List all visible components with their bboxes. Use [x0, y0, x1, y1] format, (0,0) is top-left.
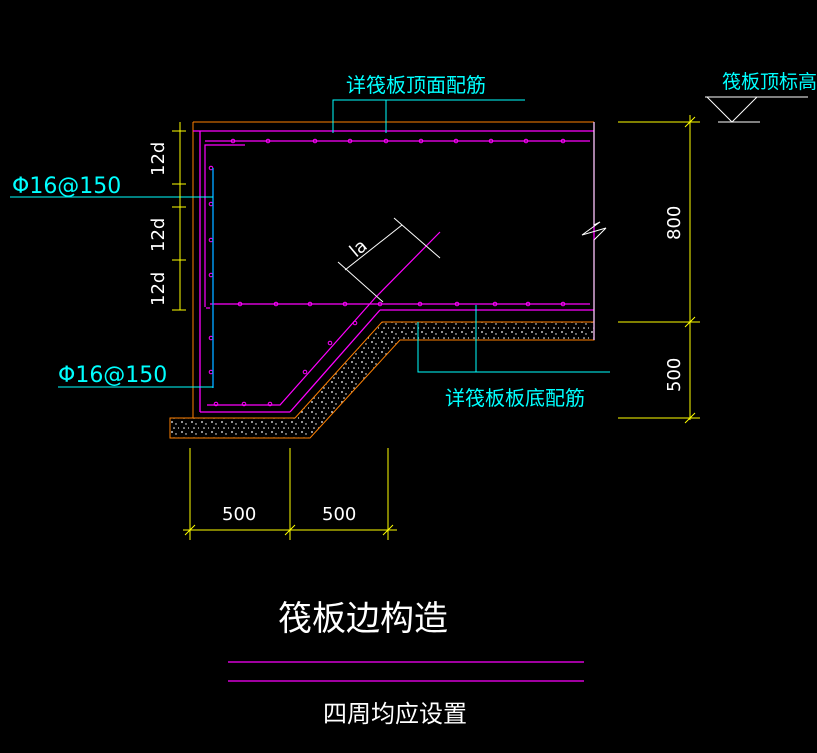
dim-500-vertical-label: 500: [664, 358, 685, 392]
bar-spec-lower: Φ16@150: [58, 363, 167, 388]
rebars: [204, 140, 590, 406]
anchor-la-label: la: [346, 235, 372, 261]
slab-outline: [170, 121, 594, 419]
leaders: [10, 99, 610, 388]
rebar-dots-mid: [237, 301, 566, 307]
elevation-marker: [705, 96, 808, 123]
dimension-lines: [172, 115, 700, 540]
dim-500-left-label: 500: [222, 504, 256, 525]
top-rebar-note: 详筏板顶面配筋: [346, 73, 486, 97]
drawing-subtitle: 四周均应设置: [323, 700, 467, 728]
lap-12d-label-1: 12d: [148, 142, 169, 176]
lap-12d-label-2: 12d: [148, 218, 169, 252]
drawing-title: 筏板边构造: [278, 599, 448, 639]
title-underlines: [228, 661, 584, 682]
break-line: [581, 122, 607, 340]
dim-800-label: 800: [664, 206, 685, 240]
bar-spec-upper: Φ16@150: [12, 174, 121, 199]
anchor-dimension: [337, 217, 441, 303]
lap-12d-label-3: 12d: [148, 272, 169, 306]
rebar-dots-top: [230, 138, 566, 144]
raft-top-elevation-label: 筏板顶标高: [722, 71, 817, 93]
rebar-dots-bottom: [213, 320, 358, 407]
cushion-layer: [169, 321, 595, 439]
concrete-profile: [193, 122, 595, 413]
dim-500-right-label: 500: [322, 504, 356, 525]
bottom-rebar-note: 详筏板板底配筋: [445, 386, 585, 410]
